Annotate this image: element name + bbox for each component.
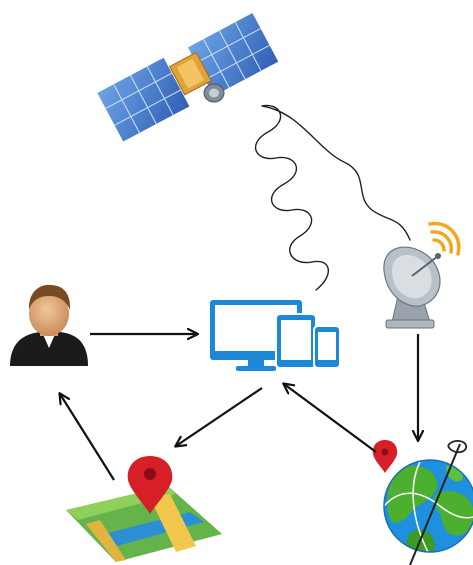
signal-wave [254,104,411,291]
arrow-devices-to-map [176,387,263,446]
satellite-icon [96,11,280,143]
multi-device-icon [210,300,341,371]
user-avatar-icon [10,284,88,366]
arrow-globe-to-devices [284,384,377,453]
earth-globe-icon [372,440,473,565]
map-with-pin-icon [66,456,222,562]
satellite-dish-icon [383,221,461,329]
arrow-map-to-user [60,394,115,481]
